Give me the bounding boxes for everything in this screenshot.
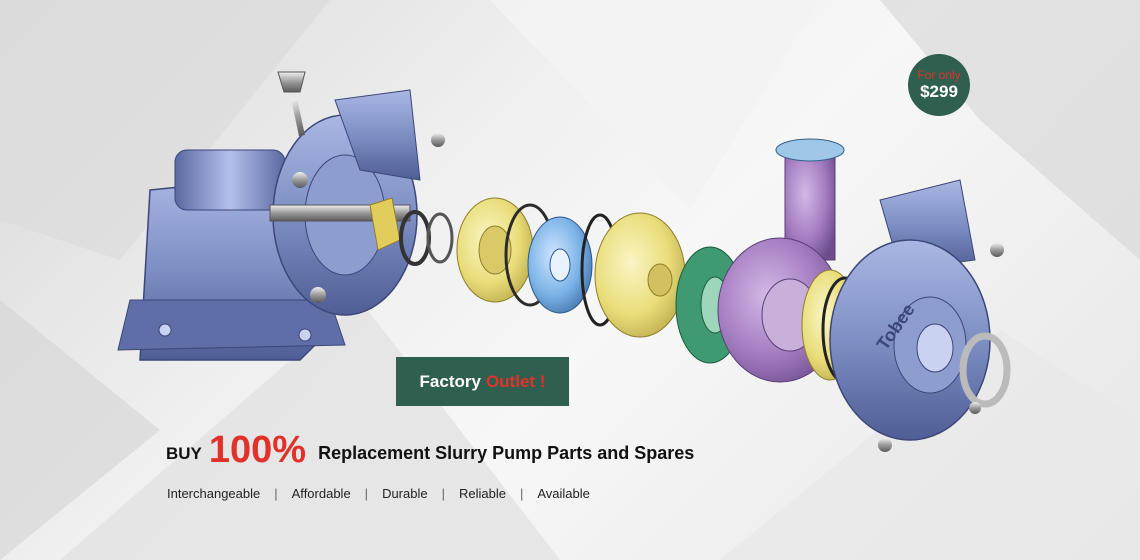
feature-item: Affordable: [291, 486, 351, 501]
feature-item: Interchangeable: [167, 486, 261, 501]
feature-separator: |: [274, 486, 278, 501]
feature-item: Durable: [382, 486, 428, 501]
cover-plate: Tobee: [829, 179, 1011, 452]
price-prefix: For only: [917, 67, 961, 82]
headline-buy: BUY: [166, 444, 202, 463]
headline-text: Replacement Slurry Pump Parts and Spares: [318, 443, 695, 463]
frame-plate-liner: [594, 212, 686, 338]
feature-list: Interchangeable | Affordable | Durable |…: [167, 486, 590, 501]
feature-separator: |: [364, 486, 369, 501]
factory-outlet-label: Factory: [419, 371, 481, 391]
factory-outlet-button[interactable]: Factory Outlet !: [396, 357, 569, 406]
headline: BUY 100% Replacement Slurry Pump Parts a…: [166, 426, 694, 470]
price-badge[interactable]: For only $299: [908, 54, 970, 116]
price-value: $299: [920, 81, 958, 101]
factory-outlet-highlight: Outlet !: [485, 371, 546, 391]
feature-separator: |: [519, 486, 524, 501]
feature-separator: |: [441, 486, 445, 501]
grease-fitting: [277, 71, 306, 137]
feature-item: Available: [537, 486, 590, 501]
headline-percent: 100%: [208, 429, 307, 471]
seal-rings: [399, 210, 454, 266]
expeller: [527, 213, 620, 327]
feature-item: Reliable: [458, 486, 506, 501]
